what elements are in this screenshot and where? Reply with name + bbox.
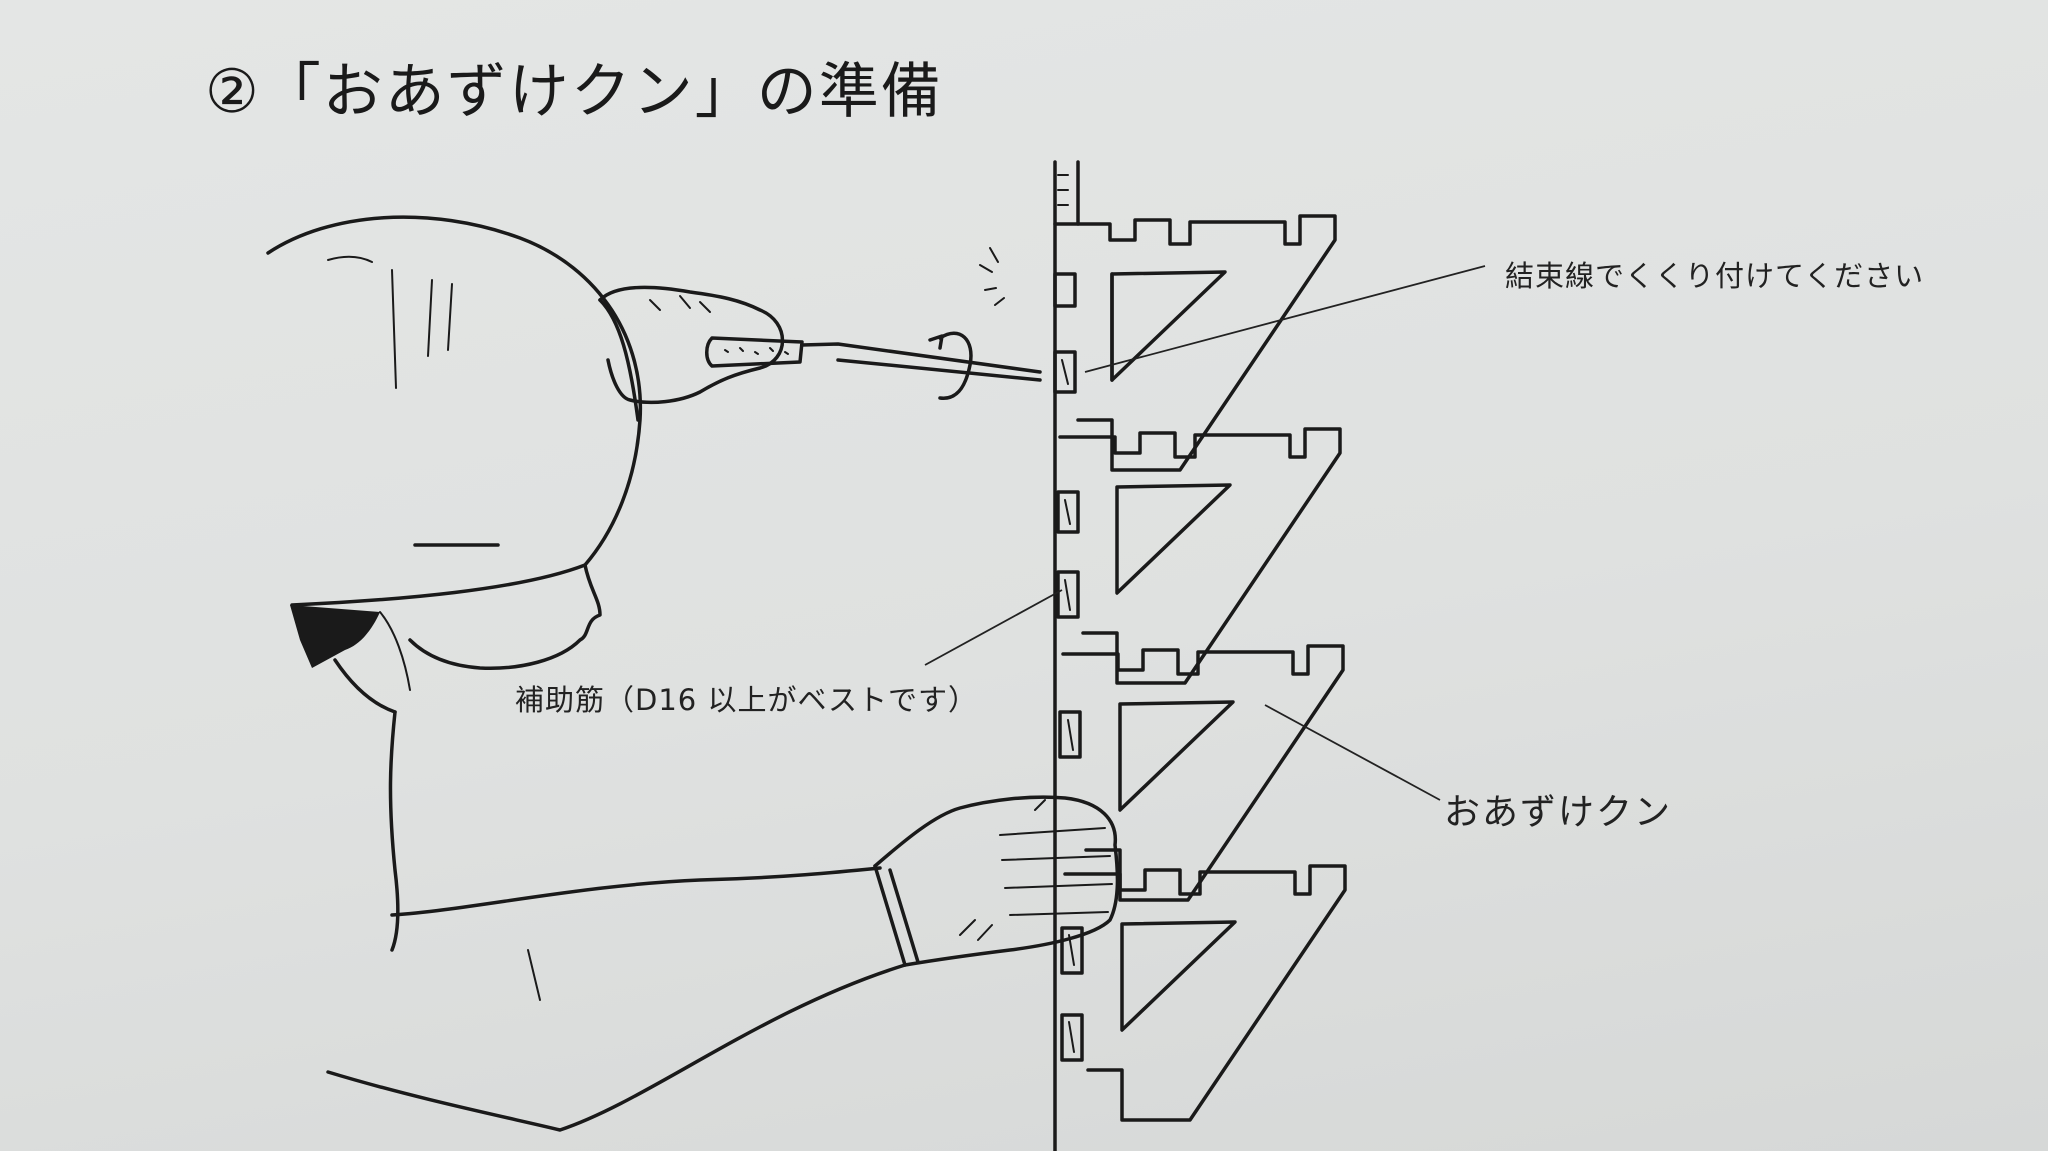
tie-point (1060, 1013, 1084, 1062)
callout-rebar: 補助筋（D16 以上がベストです） (515, 683, 979, 717)
bracket-unit (1061, 644, 1345, 902)
tie-wire-hatch (1061, 359, 1075, 1053)
glove-lower (873, 795, 1120, 967)
page-title: ②「おあずけクン」の準備 (205, 57, 943, 127)
leader-line-rebar (924, 589, 1063, 666)
helmet-outline (266, 215, 643, 607)
callout-tie-wire: 結束線でくくり付けてください (1505, 259, 1925, 293)
helmet-line (427, 279, 433, 357)
glove-fingers (999, 827, 1113, 916)
neck-line (333, 658, 397, 714)
rebar (1053, 160, 1084, 1151)
hair-patch (290, 605, 380, 668)
chin-strap (379, 611, 411, 691)
body-outline (388, 710, 400, 952)
tie-point (1056, 570, 1080, 619)
tie-point (1060, 926, 1084, 975)
glove-upper (598, 285, 785, 405)
lower-hand (873, 795, 1120, 967)
rotate-arrow-icon (938, 331, 973, 400)
tie-point (1058, 710, 1082, 759)
face-outline (408, 563, 602, 670)
leader-line-product (1264, 704, 1441, 801)
worker-figure (266, 215, 907, 1132)
rotate-arrow-head (928, 334, 944, 350)
glove-crease (959, 799, 1046, 941)
helmet-line (447, 283, 453, 351)
rebar-ribs (1057, 174, 1069, 206)
glove-crease (649, 295, 711, 313)
tie-point (1056, 490, 1080, 534)
tie-point (1053, 272, 1077, 308)
sparkle-marks (979, 247, 1005, 306)
upper-hand (598, 247, 1042, 405)
tie-point (1053, 350, 1077, 394)
leader-line-tie-wire (1084, 265, 1486, 373)
shoulder-line (390, 866, 882, 917)
bracket-unit (1063, 864, 1347, 1122)
bracket-unit (1053, 214, 1337, 472)
sleeve-fold (527, 949, 541, 1001)
helmet-line (391, 269, 397, 389)
bracket-unit (1058, 427, 1342, 685)
callout-product: おあずけクン (1444, 792, 1673, 833)
pliers-grip-texture (724, 347, 789, 355)
glove-cuff (873, 864, 920, 967)
helmet-line (327, 255, 373, 263)
arm-line (326, 963, 907, 1132)
pliers-grip (705, 336, 804, 368)
pliers-shaft (800, 342, 1042, 382)
